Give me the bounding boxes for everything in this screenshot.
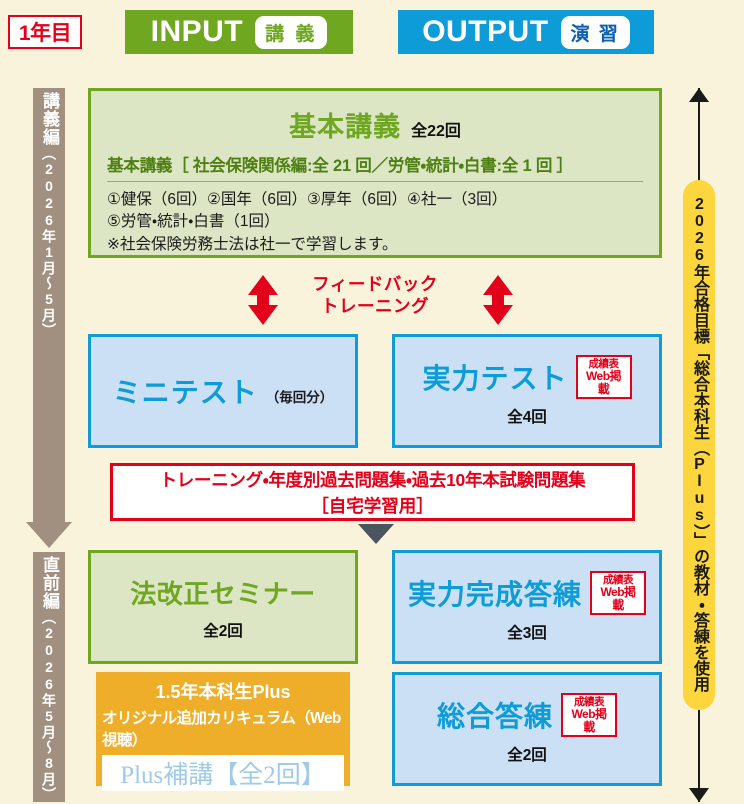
web-result-badge: 成績表 Web掲載 bbox=[561, 692, 617, 738]
basic-lecture-subtitle: 基本講義［ 社会保険関係編:全 21 回／労管・統計・白書:全 1 回 ］ bbox=[107, 157, 573, 175]
ability-completion-drill-title: 実力完成答練 bbox=[407, 578, 582, 610]
training-materials-box: トレーニング・年度別過去問題集・過去10年本試験問題集 ［自宅学習用］ bbox=[110, 463, 635, 521]
web-result-badge: 成績表 Web掲載 bbox=[575, 354, 632, 400]
training-line-1: トレーニング・年度別過去問題集・過去10年本試験問題集 bbox=[159, 469, 586, 490]
ability-test-title-row: 実力テスト 成績表 Web掲載 bbox=[422, 354, 632, 400]
law-revision-seminar-box: 法改正セミナー 全2回 bbox=[88, 550, 358, 664]
arrow-up-icon bbox=[689, 88, 709, 102]
web-badge-line-1: 成績表 bbox=[603, 573, 634, 586]
law-revision-seminar-title: 法改正セミナー bbox=[130, 578, 316, 609]
web-result-badge: 成績表 Web掲載 bbox=[590, 570, 646, 616]
plus-extra-curriculum-box: 1.5年本科生Plus オリジナル追加カリキュラム（Web視聴） Plus補講【… bbox=[96, 672, 350, 791]
mini-test-title: ミニテスト bbox=[112, 377, 258, 408]
feedback-line-2: トレーニング bbox=[321, 295, 429, 316]
phase-arrow-lecture: 講義編（2026年1月～5月） bbox=[26, 88, 72, 548]
arrow-up-icon bbox=[483, 275, 513, 295]
web-badge-line-2: Web掲載 bbox=[571, 706, 607, 734]
mini-test-title-row: ミニテスト （毎回分） bbox=[113, 371, 334, 411]
detail-line: ①健保（6回）②国年（6回）③厚年（6回）④社一（3回） bbox=[107, 191, 508, 208]
phase-arrow-final: 直前編（2026年5月～8月） bbox=[26, 552, 72, 802]
comprehensive-drill-box: 総合答練 成績表 Web掲載 全2回 bbox=[392, 672, 662, 786]
year-badge: 1年目 bbox=[8, 15, 82, 49]
phase-1-text: 講義編（2026年1月～5月） bbox=[32, 92, 66, 338]
comprehensive-drill-title: 総合答練 bbox=[436, 700, 553, 732]
mini-test-note: （毎回分） bbox=[265, 390, 334, 405]
input-pill-label: 講 義 bbox=[255, 15, 328, 49]
goal-span-indicator: 2026年合格目標「総合本科生（Plus）」の教材・答練を使用 bbox=[672, 88, 728, 802]
web-badge-line-2: Web掲載 bbox=[600, 584, 636, 612]
input-header-band: INPUT 講 義 bbox=[125, 10, 353, 54]
output-header-band: OUTPUT 演 習 bbox=[398, 10, 654, 54]
goal-bar: 2026年合格目標「総合本科生（Plus）」の教材・答練を使用 bbox=[683, 180, 715, 710]
comprehensive-drill-count: 全2回 bbox=[507, 747, 547, 765]
web-badge-line-1: 成績表 bbox=[574, 695, 605, 708]
plus-supplementary-lecture-box: Plus補講【全2回】 bbox=[102, 755, 344, 791]
mini-test-box: ミニテスト （毎回分） bbox=[88, 334, 358, 448]
basic-lecture-title-row: 基本講義 全22回 bbox=[107, 105, 643, 144]
input-label: INPUT bbox=[150, 15, 244, 48]
divider bbox=[107, 181, 643, 182]
phase-2-name: 直前編 bbox=[40, 556, 59, 610]
ability-completion-title-row: 実力完成答練 成績表 Web掲載 bbox=[407, 570, 646, 616]
feedback-training-label: フィードバック トレーニング bbox=[88, 274, 662, 318]
basic-lecture-title: 基本講義 bbox=[289, 112, 402, 142]
double-arrow-icon-left bbox=[248, 275, 278, 325]
ability-test-count: 全4回 bbox=[507, 409, 547, 427]
plus-course-name: 1.5年本科生Plus bbox=[155, 682, 291, 702]
ability-test-box: 実力テスト 成績表 Web掲載 全4回 bbox=[392, 334, 662, 448]
arrow-shaft bbox=[33, 88, 65, 522]
double-arrow-icon-right bbox=[483, 275, 513, 325]
arrow-down-icon bbox=[689, 788, 709, 802]
phase-2-text: 直前編（2026年5月～8月） bbox=[32, 556, 66, 802]
comprehensive-drill-title-row: 総合答練 成績表 Web掲載 bbox=[436, 692, 617, 738]
output-label: OUTPUT bbox=[422, 15, 549, 48]
basic-lecture-detail-lines: ①健保（6回）②国年（6回）③厚年（6回）④社一（3回） ⑤労管・統計・白書（1… bbox=[107, 189, 643, 256]
ability-completion-drill-count: 全3回 bbox=[507, 625, 547, 643]
basic-lecture-box: 基本講義 全22回 基本講義［ 社会保険関係編:全 21 回／労管・統計・白書:… bbox=[88, 88, 662, 258]
arrow-head-down-icon bbox=[26, 522, 72, 548]
feedback-line-1: フィードバック bbox=[312, 274, 438, 294]
phase-1-period: （2026年1月～5月） bbox=[41, 146, 57, 338]
arrow-up-icon bbox=[248, 275, 278, 295]
output-pill-label: 演 習 bbox=[560, 15, 630, 49]
detail-line: ⑤労管・統計・白書（1回） bbox=[107, 213, 280, 231]
down-triangle-icon bbox=[358, 524, 394, 544]
arrow-shaft bbox=[33, 552, 65, 802]
feedback-training-band: フィードバック トレーニング bbox=[88, 272, 662, 330]
web-badge-line-1: 成績表 bbox=[588, 357, 620, 370]
web-badge-line-2: Web掲載 bbox=[585, 368, 622, 396]
basic-lecture-count: 全22回 bbox=[411, 123, 461, 140]
plus-course-subtitle: オリジナル追加カリキュラム（Web視聴） bbox=[102, 710, 341, 749]
training-line-2: ［自宅学習用］ bbox=[311, 495, 434, 516]
arrow-down-icon bbox=[483, 305, 513, 325]
ability-test-title: 実力テスト bbox=[422, 362, 568, 394]
ability-completion-drill-box: 実力完成答練 成績表 Web掲載 全3回 bbox=[392, 550, 662, 664]
law-revision-seminar-count: 全2回 bbox=[203, 622, 243, 640]
arrow-down-icon bbox=[248, 305, 278, 325]
goal-text: 2026年合格目標「総合本科生（Plus）」の教材・答練を使用 bbox=[691, 196, 708, 692]
plus-supplementary-lecture-label: Plus補講【全2回】 bbox=[120, 762, 326, 789]
phase-2-period: （2026年5月～8月） bbox=[41, 610, 57, 802]
phase-1-name: 講義編 bbox=[40, 92, 59, 146]
detail-line: ※社会保険労務士法は社一で学習します。 bbox=[107, 235, 398, 253]
